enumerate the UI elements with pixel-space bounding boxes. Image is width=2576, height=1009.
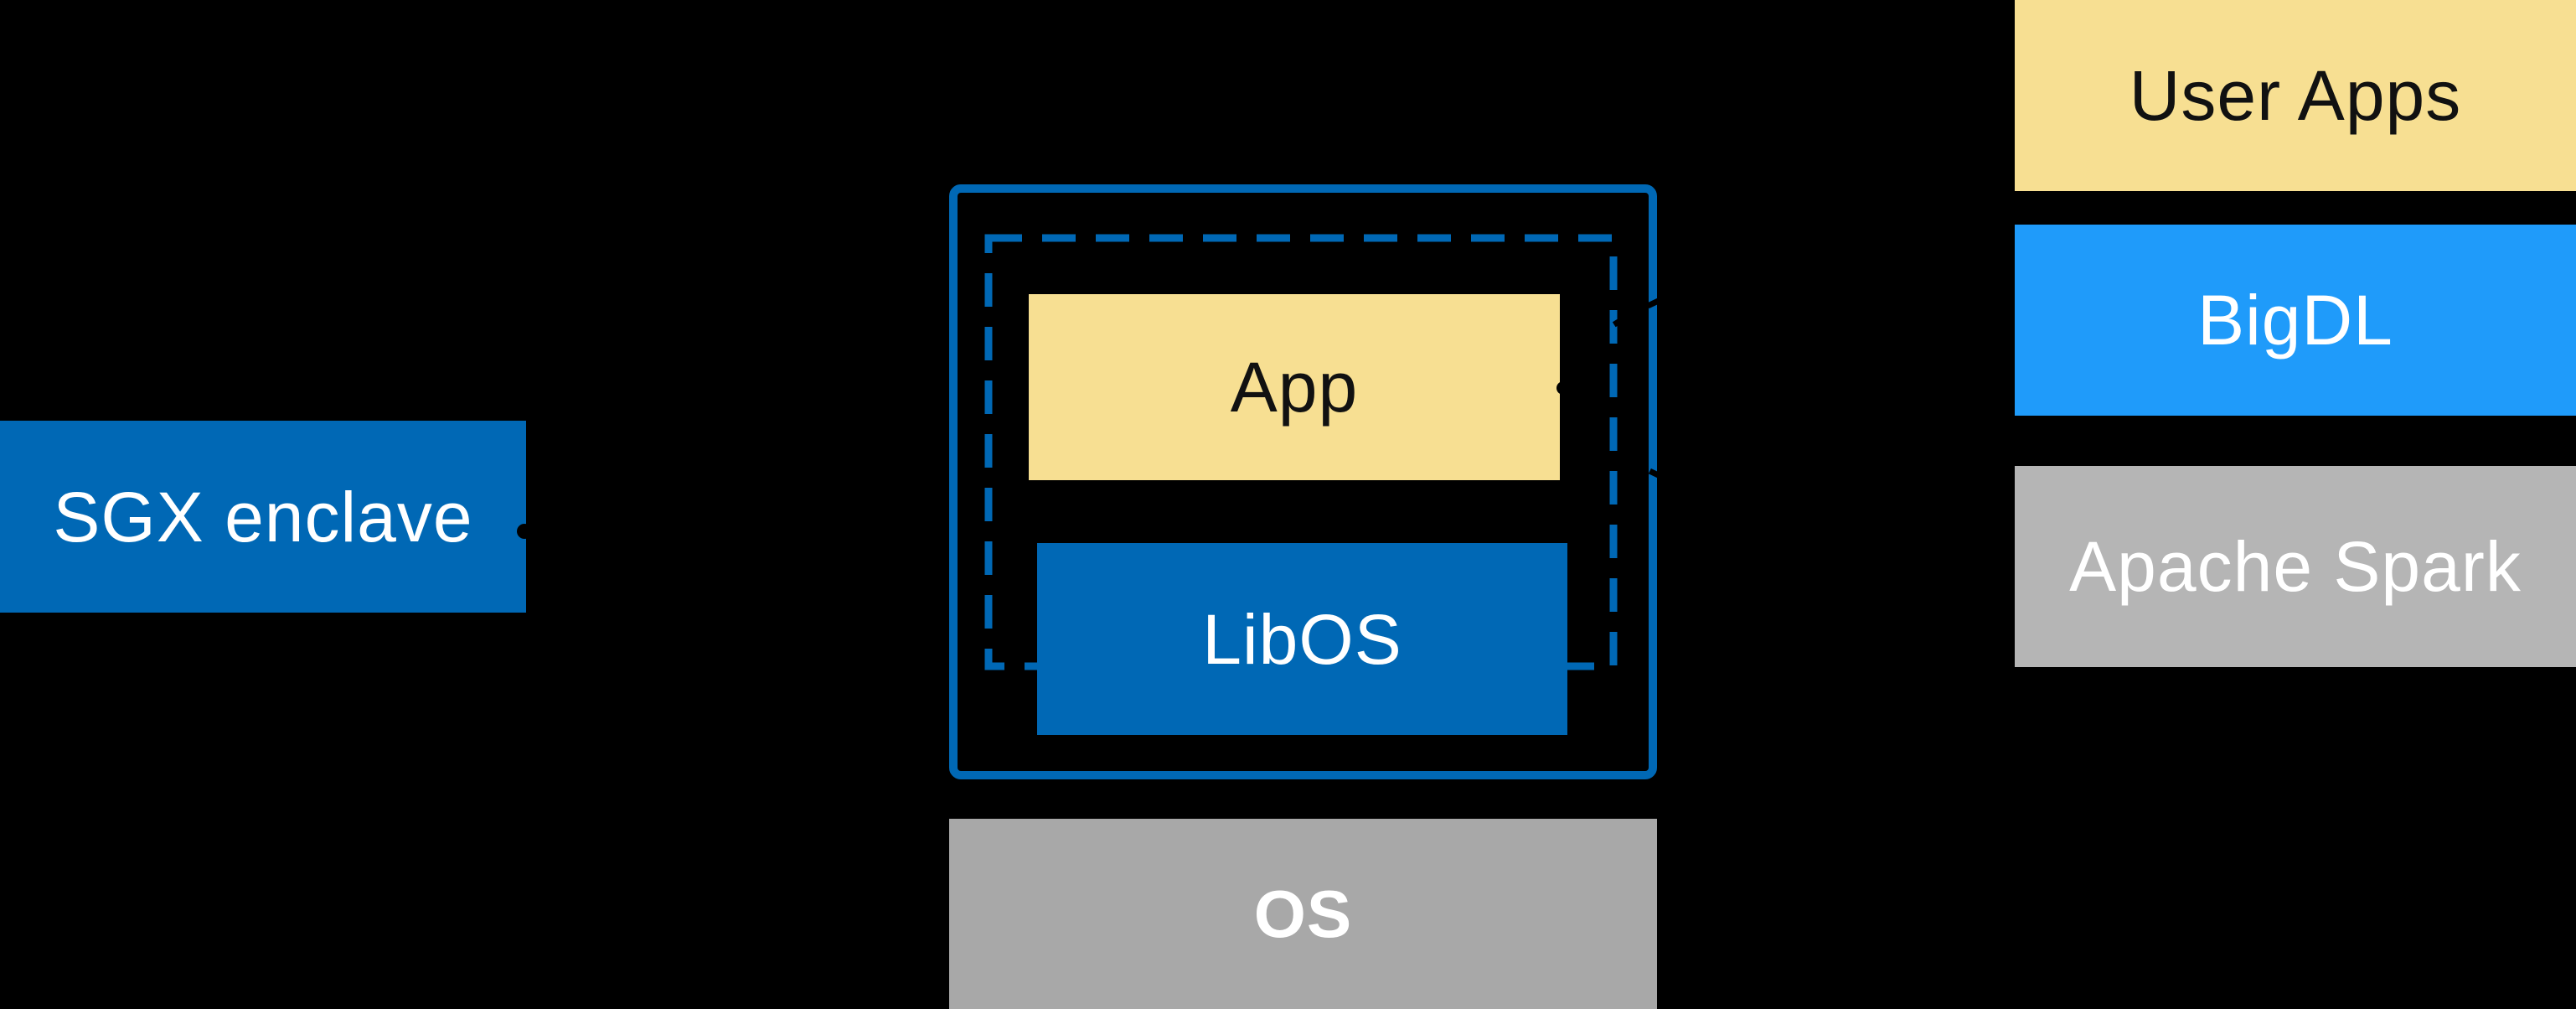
user-apps-box: User Apps bbox=[2015, 0, 2576, 191]
user-apps-label: User Apps bbox=[2129, 56, 2462, 135]
bigdl-label: BigDL bbox=[2197, 281, 2393, 360]
os-label: OS bbox=[1253, 876, 1353, 951]
app-label: App bbox=[1230, 348, 1359, 427]
libos-box: LibOS bbox=[1037, 543, 1567, 735]
sgx-enclave-label: SGX enclave bbox=[53, 477, 473, 556]
bigdl-box: BigDL bbox=[2015, 225, 2576, 416]
sgx-enclave-box: SGX enclave bbox=[0, 421, 526, 613]
libos-label: LibOS bbox=[1202, 599, 1402, 679]
sgx-to-enclave-connector bbox=[517, 518, 987, 545]
app-box: App bbox=[1029, 294, 1560, 480]
os-box: OS bbox=[949, 819, 1657, 1009]
apache-spark-label: Apache Spark bbox=[2069, 527, 2522, 606]
apache-spark-box: Apache Spark bbox=[2015, 466, 2576, 667]
